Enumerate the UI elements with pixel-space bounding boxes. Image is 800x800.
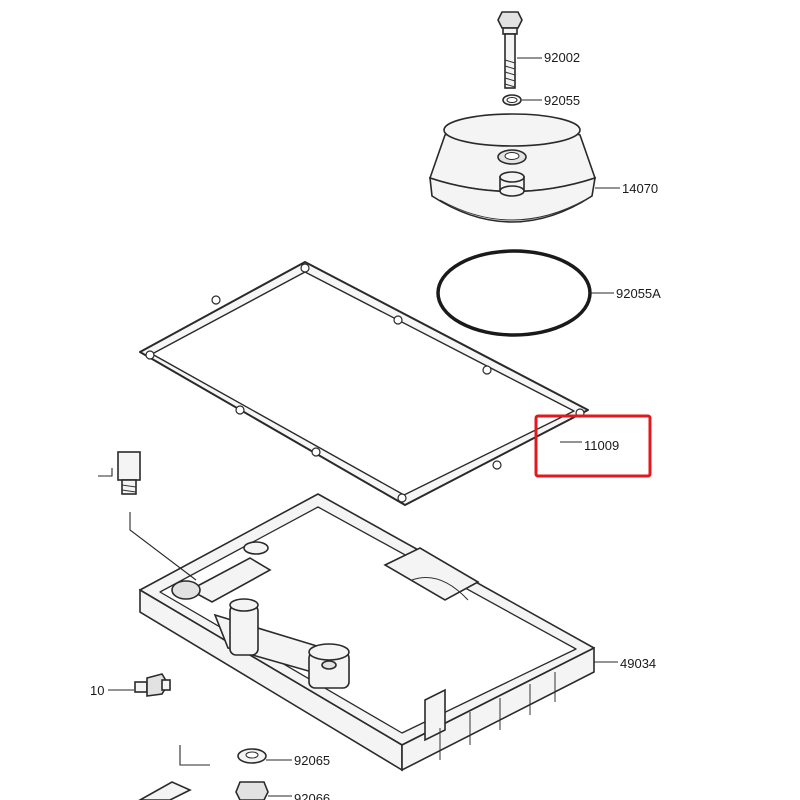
sensor-part[interactable]	[134, 673, 171, 697]
label-cap: 14070	[622, 181, 658, 196]
leader-bracket	[179, 745, 210, 766]
label-oring: 92055A	[616, 286, 661, 301]
label-bolt: 92002	[544, 50, 580, 65]
label-gasket: 11009	[584, 438, 619, 453]
filter-cap-part[interactable]	[428, 113, 597, 223]
label-drain-washer: 92065	[294, 753, 330, 768]
leader-fitting-to-pan	[129, 512, 197, 581]
fitting-part[interactable]	[117, 451, 141, 495]
label-sensor: 10	[90, 683, 104, 698]
gasket-part[interactable]	[139, 261, 589, 506]
oil-pan-part[interactable]	[139, 493, 595, 772]
oring-part[interactable]	[436, 249, 592, 337]
drain-bolt-part[interactable]	[235, 781, 269, 800]
bolt-part[interactable]	[497, 11, 523, 89]
drain-washer-part[interactable]	[237, 748, 267, 764]
label-oil-pan: 49034	[620, 656, 656, 671]
leader-fitting	[98, 468, 113, 477]
washer-part[interactable]	[502, 94, 522, 106]
label-washer: 92055	[544, 93, 580, 108]
label-drain-bolt: 92066	[294, 791, 330, 800]
gasket-bolt-holes	[145, 263, 585, 503]
highlight-box	[534, 414, 652, 478]
oil-pan-fins	[439, 672, 556, 760]
bracket-part[interactable]	[138, 781, 192, 800]
